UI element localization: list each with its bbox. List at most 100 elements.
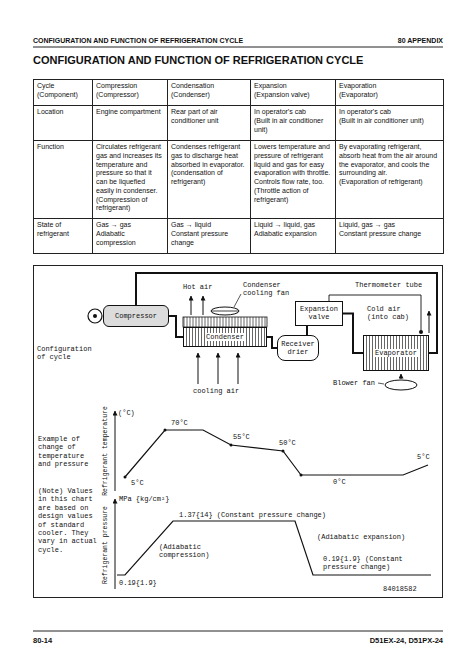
- table-cell-text: (Compression of refrigerant): [96, 196, 164, 214]
- figure-border: [34, 266, 443, 598]
- condenser-fins: [183, 317, 267, 327]
- process-label: 1.37{14} (Constant pressure change): [179, 511, 326, 519]
- table-cell-text: Engine compartment: [96, 108, 164, 117]
- table-cell-text: (Throttle action of refrigerant): [254, 187, 332, 205]
- table-cell-text: Gas → liquid: [171, 221, 247, 230]
- cooling-air-arrow: [198, 353, 199, 384]
- table-cell: Function: [33, 140, 93, 219]
- curve-point: [300, 474, 303, 477]
- table-cell-text: Adiabatic compression: [96, 230, 164, 248]
- refrigerant-pipe: [267, 337, 277, 348]
- table-cell-text: By evaporating refrigerant, absorb heat …: [339, 143, 440, 178]
- table-cell: Lowers temperature and pressure of refri…: [250, 140, 336, 219]
- table-cell-text: Lowers temperature and pressure of refri…: [254, 143, 332, 187]
- table-cell: Compression(Compressor): [92, 79, 168, 106]
- table-cell: Rear part of air conditioner unit: [167, 105, 251, 141]
- table-cell: State of refrigerant: [33, 218, 93, 254]
- table-cell: Evaporation(Evaporator): [335, 79, 444, 106]
- value-label: 55°C: [233, 433, 250, 441]
- table-cell-text: Adiabatic expansion: [254, 230, 332, 239]
- thermometer-bulb: [419, 330, 423, 334]
- compressor-box: Compressor: [103, 305, 169, 327]
- table-cell-text: (Built in air conditioner unit): [254, 117, 332, 135]
- header-rule: [33, 47, 443, 48]
- leader-line: [378, 383, 384, 384]
- table-cell: Gas → gasAdiabatic compression: [92, 218, 168, 254]
- table-cell-text: Condensation: [171, 82, 247, 91]
- axis-title: Refrigerant temperature: [102, 406, 110, 496]
- table-cell-text: (Evaporation of refrigerant): [339, 178, 440, 187]
- refrigerant-pipe: [306, 326, 308, 335]
- table-cell-text: State of refrigerant: [37, 221, 89, 239]
- part-name: Thermometer tube: [355, 281, 422, 289]
- air-label: Cold air (into cab): [367, 305, 413, 322]
- condenser-fan-symbol: [211, 307, 239, 315]
- table-cell: Condensation(Condenser): [167, 79, 251, 106]
- cooling-air-arrow: [218, 353, 219, 384]
- table-cell-text: Constant pressure change: [171, 230, 247, 248]
- table-cell-text: In operator's cab: [339, 108, 440, 117]
- axis-unit: (°C): [118, 409, 135, 417]
- drawing-number: 84018582: [383, 585, 417, 593]
- value-label: 50°C: [279, 439, 296, 447]
- fan-blade: [211, 311, 239, 312]
- table-cell-text: In operator's cab: [254, 108, 332, 117]
- table-cell: By evaporating refrigerant, absorb heat …: [335, 140, 444, 219]
- table-cell-text: Circulates refrigerant gas and increases…: [96, 143, 164, 196]
- table-cell-text: Expansion: [254, 82, 332, 91]
- pressure-axis: [115, 499, 116, 589]
- compressor-pulley: [88, 309, 102, 323]
- page-number: 80-14: [33, 636, 133, 645]
- table-cell-text: Condenses refrigerant gas to discharge h…: [171, 143, 247, 169]
- receiver-drier-box: Receiver drier: [277, 335, 319, 361]
- section-label: Configuration of cycle: [37, 345, 95, 362]
- part-name: Condenser cooling fan: [243, 281, 293, 298]
- footer-rule: [33, 631, 443, 632]
- table-cell-text: (Expansion valve): [254, 91, 332, 100]
- process-label: 0.19{1.9} (Constant pressure change): [323, 555, 435, 572]
- section-label: Example of change of temperature and pre…: [38, 435, 100, 469]
- value-label: 5°C: [417, 453, 430, 461]
- air-label: Hot air: [183, 283, 212, 291]
- curve-point: [282, 450, 285, 453]
- refrigerant-pipe: [343, 313, 363, 353]
- part-name: Expansion valve: [298, 305, 340, 322]
- part-name: Evaporator: [374, 349, 418, 357]
- table-cell-text: Compression: [96, 82, 164, 91]
- part-name: Receiver drier: [280, 340, 316, 357]
- table-cell-text: (Component): [37, 91, 89, 100]
- leader-line: [234, 294, 241, 307]
- process-label: (Adiabatic compression): [159, 543, 215, 560]
- table-cell: Cycle(Component): [33, 79, 93, 106]
- table-cell-text: (condensation of refrigerant): [171, 169, 247, 187]
- part-name: Condenser: [205, 333, 245, 341]
- process-label: (Adiabatic expansion): [317, 533, 405, 541]
- running-header: CONFIGURATION AND FUNCTION OF REFRIGERAT…: [33, 37, 333, 45]
- table-cell: Location: [33, 105, 93, 141]
- cooling-air-arrow: [238, 353, 239, 384]
- curve-point: [124, 476, 127, 479]
- model-name: D51EX-24, D51PX-24: [243, 636, 443, 645]
- axis-title: Refrigerant pressure: [102, 506, 110, 584]
- table-cell-text: (Built in air conditioner unit): [339, 117, 440, 126]
- table-cell: Engine compartment: [92, 105, 168, 141]
- table-cell-text: Constant pressure change: [339, 230, 440, 239]
- table-cell-text: Rear part of air conditioner unit: [171, 108, 247, 126]
- value-label: 0°C: [333, 478, 346, 486]
- figure-panel: Hot air Condenser cooling fan Thermometer …: [33, 265, 443, 598]
- hot-air-arrow: [203, 296, 204, 315]
- part-name: Blower fan: [333, 379, 375, 387]
- blower-air-arrow: [401, 374, 402, 379]
- table-cell: Expansion(Expansion valve): [250, 79, 336, 106]
- table-cell-text: Function: [37, 143, 89, 152]
- table-cell: In operator's cab(Built in air condition…: [250, 105, 336, 141]
- section-name: 80 APPENDIX: [343, 37, 443, 45]
- page-title: CONFIGURATION AND FUNCTION OF REFRIGERAT…: [33, 54, 363, 66]
- table-cell-text: Cycle: [37, 82, 89, 91]
- table-cell: Circulates refrigerant gas and increases…: [92, 140, 168, 219]
- refrigerant-pipe: [169, 316, 183, 337]
- air-label: cooling air: [193, 387, 239, 395]
- cold-air-arrow: [429, 311, 430, 333]
- blower-fan-symbol: [385, 380, 417, 390]
- table-cell: Condenses refrigerant gas to discharge h…: [167, 140, 251, 219]
